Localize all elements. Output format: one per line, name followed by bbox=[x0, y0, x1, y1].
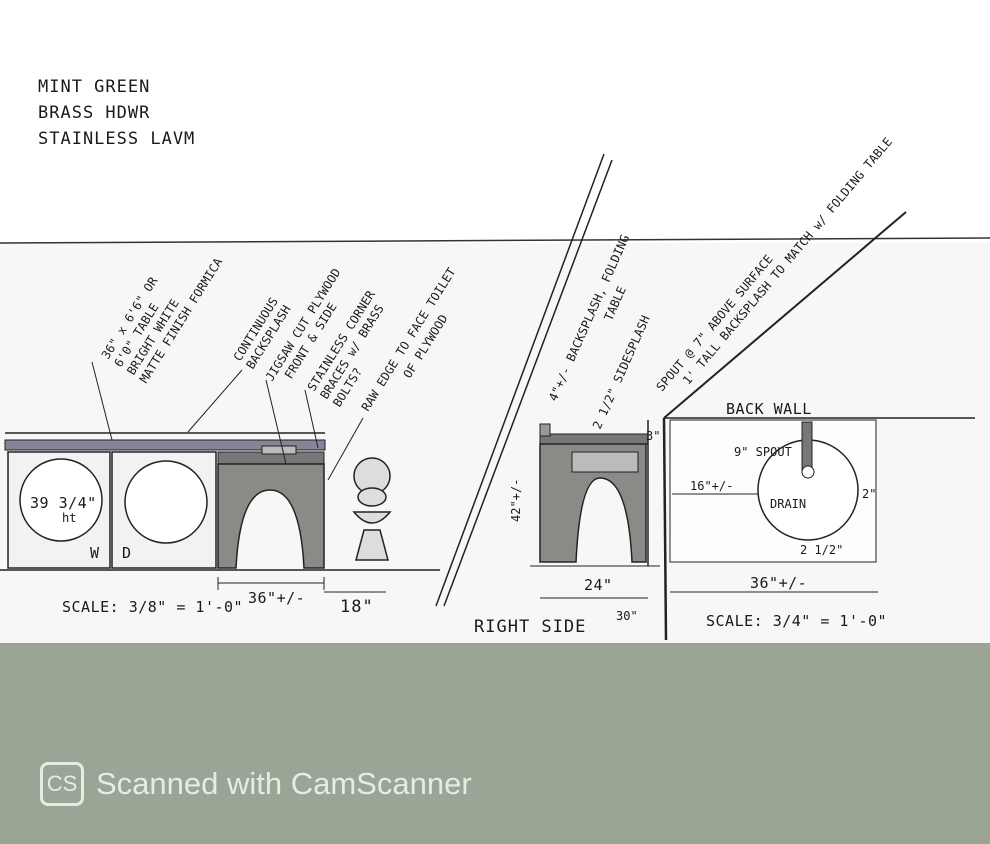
drain-label: DRAIN bbox=[770, 497, 806, 511]
dryer-tag: D bbox=[122, 544, 132, 562]
dryer-door bbox=[124, 460, 208, 544]
leader-braces bbox=[304, 389, 319, 449]
band-top-line bbox=[0, 237, 990, 244]
leader-jigsaw bbox=[265, 379, 287, 465]
front-scale: SCALE: 3/8" = 1'-0" bbox=[62, 598, 243, 616]
leader-table bbox=[91, 361, 113, 441]
front-view: 39 3/4" ht W D 36" x 6'6" OR 6'0" TABLE … bbox=[0, 255, 459, 617]
divider-diagonal-2 bbox=[443, 159, 613, 607]
side-cabinet bbox=[539, 443, 647, 563]
dim-2-label: 2" bbox=[862, 487, 876, 501]
sink-cabinet-plywood bbox=[217, 463, 325, 569]
dim-3-label: 3" bbox=[646, 429, 660, 443]
camscanner-logo-icon: CS bbox=[40, 762, 84, 806]
side-backsplash bbox=[539, 423, 551, 437]
dim-36-label: 36"+/- bbox=[248, 589, 305, 607]
note-stainless-lav: STAINLESS LAVM bbox=[38, 129, 195, 149]
plan-spout bbox=[801, 421, 813, 473]
back-wall-label: BACK WALL bbox=[726, 400, 812, 418]
divider-diagonal-3 bbox=[663, 211, 907, 419]
plan-scale: SCALE: 3/4" = 1'-0" bbox=[706, 612, 887, 630]
watermark-text: Scanned with CamScanner bbox=[96, 766, 472, 801]
washer-tag: W bbox=[90, 544, 100, 562]
camscanner-watermark: CS Scanned with CamScanner bbox=[40, 762, 472, 806]
material-notes: MINT GREEN BRASS HDWR STAINLESS LAVM bbox=[38, 77, 195, 149]
right-side-title: RIGHT SIDE bbox=[474, 617, 586, 637]
folding-table-top bbox=[4, 439, 326, 451]
dim-plan-36-label: 36"+/- bbox=[750, 574, 807, 592]
washer-height-suffix: ht bbox=[62, 511, 76, 525]
leader-backsplash bbox=[187, 369, 243, 433]
dim-18-label: 18" bbox=[340, 597, 374, 617]
toilet bbox=[352, 457, 392, 561]
divider-vertical bbox=[662, 417, 668, 641]
divider-diagonal-1 bbox=[435, 153, 605, 607]
side-sink bbox=[571, 451, 639, 473]
note-brass-hardware: BRASS HDWR bbox=[38, 103, 150, 123]
dim-16-label: 16"+/- bbox=[690, 479, 733, 493]
plan-drain bbox=[801, 465, 815, 479]
dim-2half-label: 2 1/2" bbox=[800, 543, 843, 557]
sink-basin bbox=[261, 445, 297, 455]
leader-raw-edge bbox=[327, 417, 364, 481]
washer-height-label: 39 3/4" bbox=[30, 494, 97, 512]
dim-24-label: 24" bbox=[584, 576, 613, 594]
washer-door bbox=[19, 458, 103, 542]
dim-30-label: 30" bbox=[616, 609, 638, 623]
plan-view: BACK WALL 9" SPOUT DRAIN 16"+/- 2" 2 1/2… bbox=[664, 400, 975, 630]
note-mint-green: MINT GREEN bbox=[38, 77, 150, 97]
dim-42-label: 42"+/- bbox=[509, 479, 523, 522]
spout-label: 9" SPOUT bbox=[734, 445, 792, 459]
side-table-top bbox=[539, 433, 649, 445]
